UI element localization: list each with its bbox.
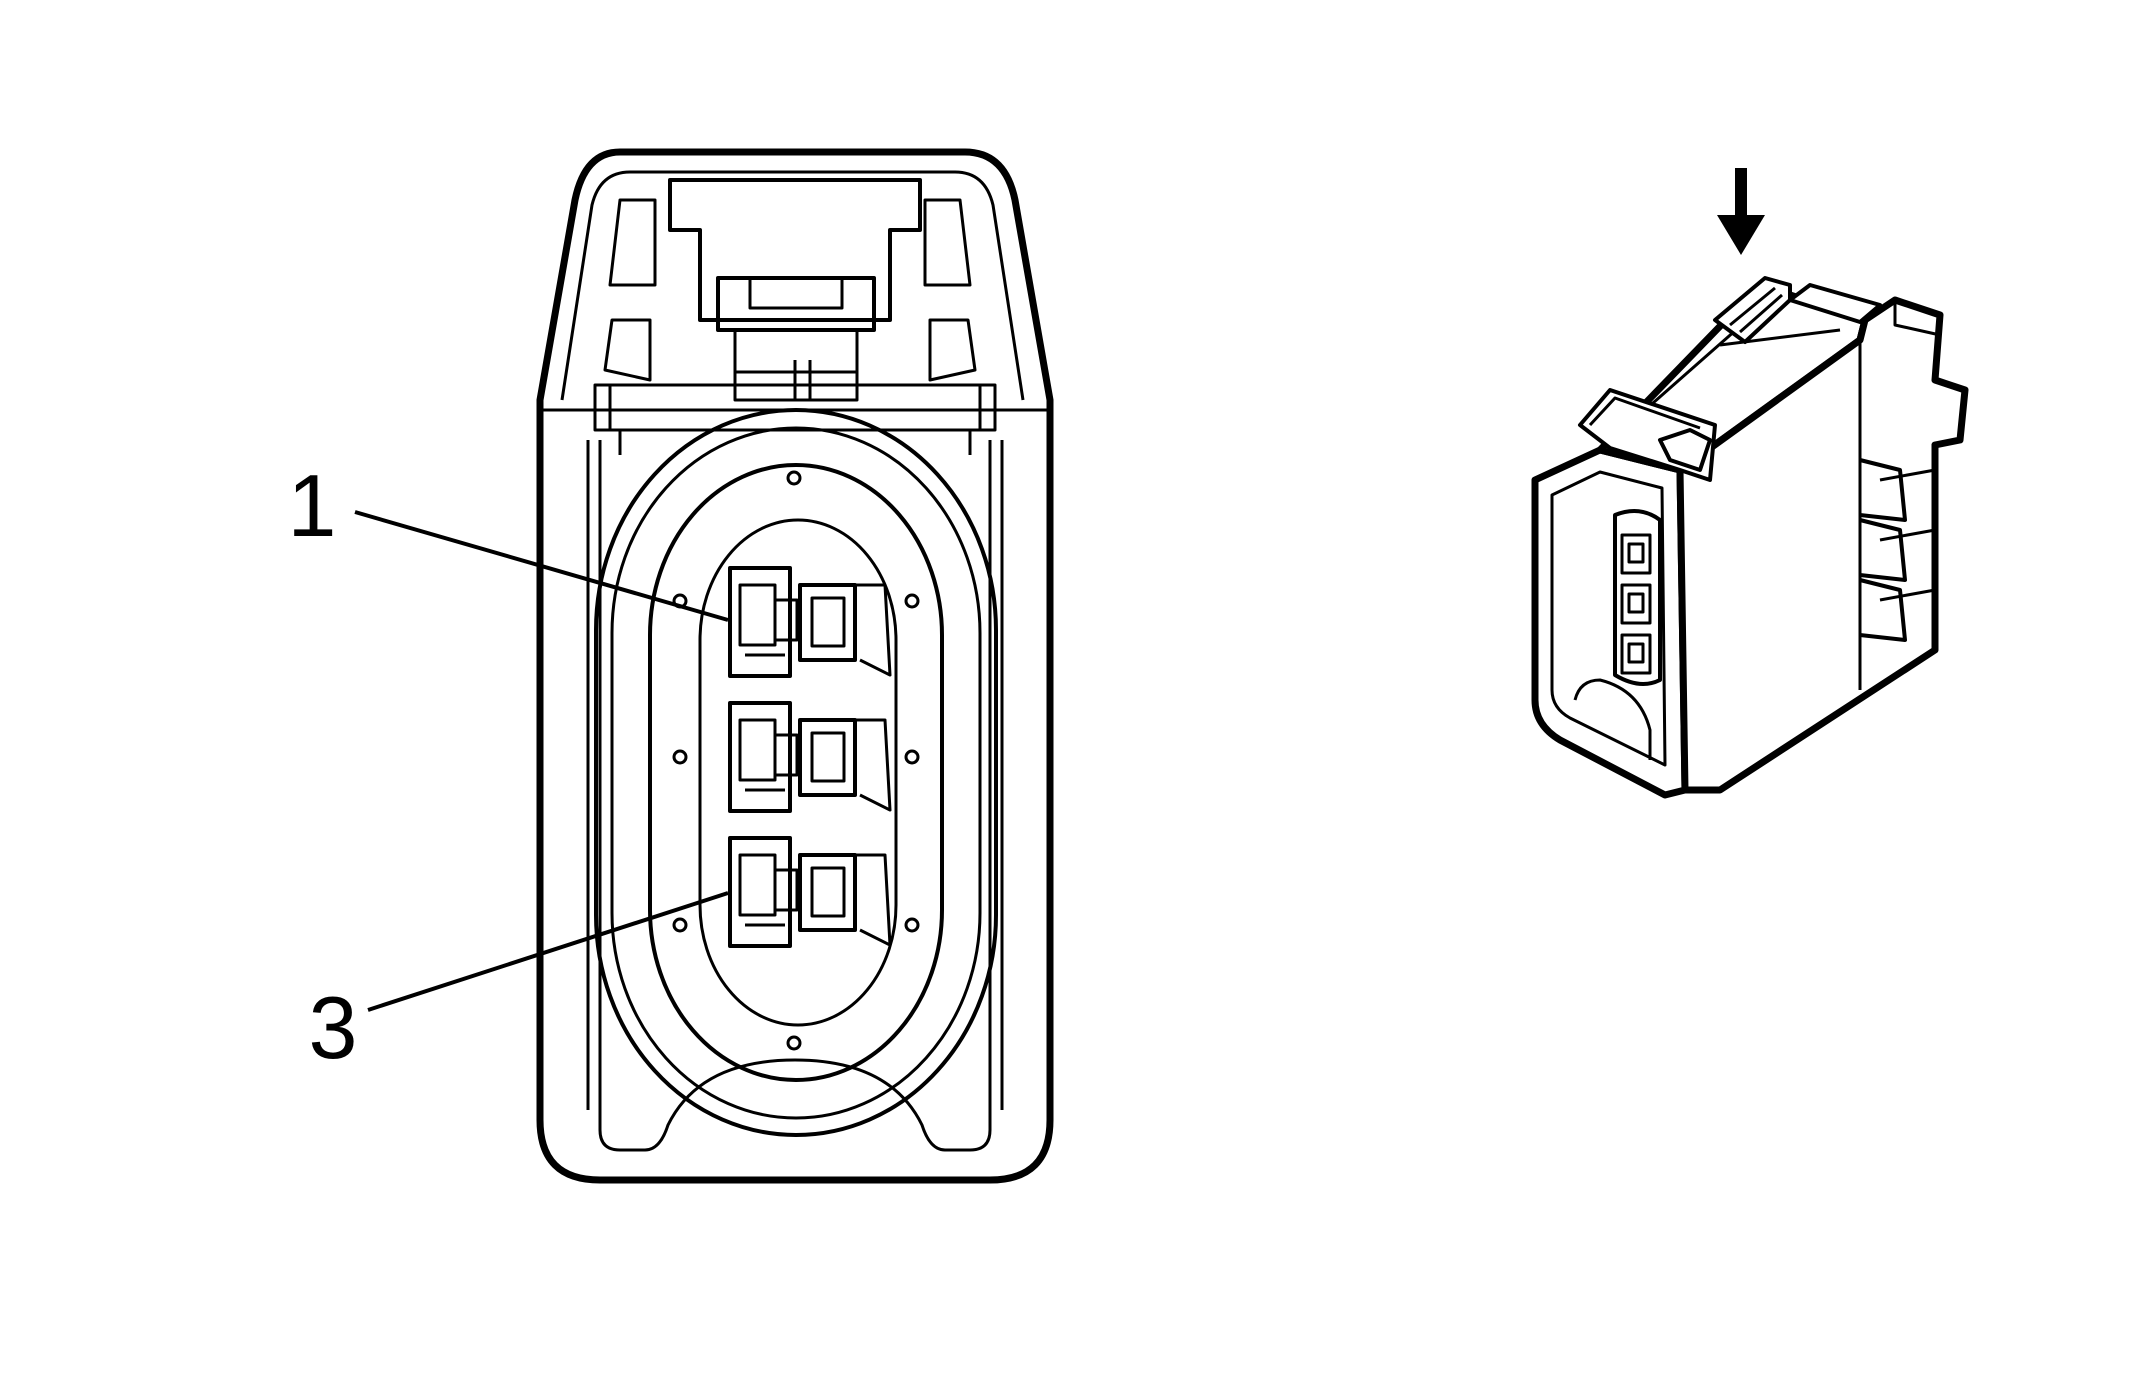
- leader-line-1: [354, 510, 729, 622]
- callout-label-3: 3: [309, 978, 358, 1077]
- callout-label-1: 1: [288, 456, 337, 555]
- arrow-down-icon: [1717, 168, 1765, 255]
- leader-line-3: [367, 891, 729, 1012]
- terminal-cavity-3: [728, 836, 892, 948]
- terminal-cavity-1: [728, 566, 892, 678]
- connector-isometric-icon: [1531, 276, 1969, 799]
- terminal-cavity-2: [728, 701, 892, 813]
- connector-face-icon: [536, 148, 1054, 1184]
